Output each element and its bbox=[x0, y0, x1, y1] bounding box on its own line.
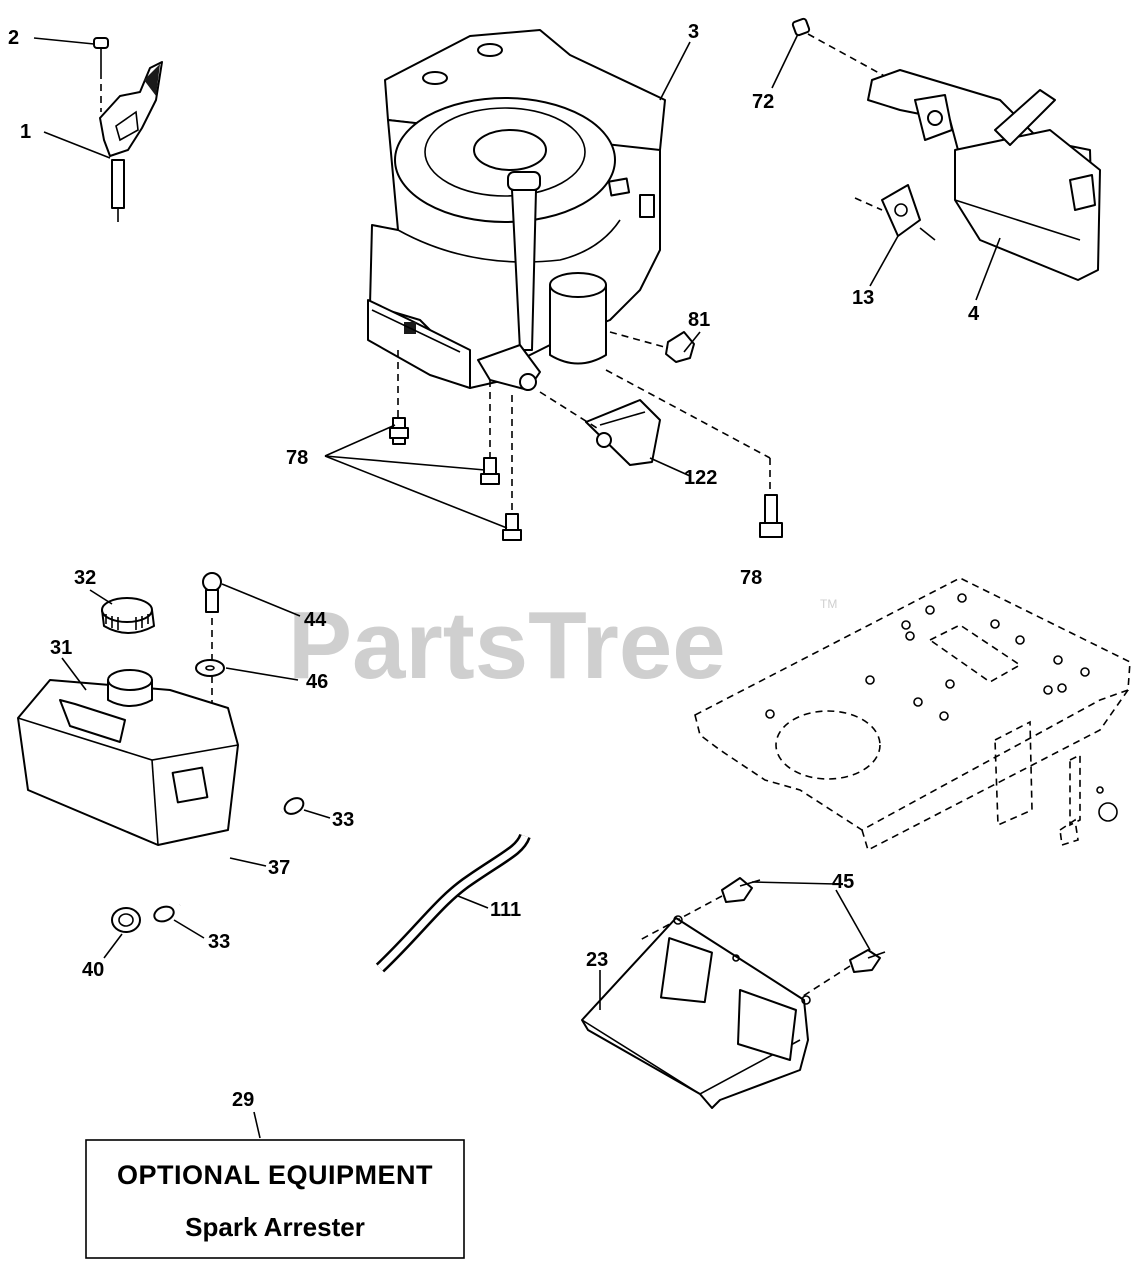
part-grommet[interactable] bbox=[111, 907, 141, 933]
part-exhaust-gasket[interactable] bbox=[854, 184, 936, 241]
part-hose-clamp-upper[interactable] bbox=[282, 795, 306, 817]
callout-46-label: 46 bbox=[306, 671, 328, 693]
part-mounting-plate bbox=[694, 577, 1131, 852]
leader-lines bbox=[33, 33, 1001, 1139]
part-right-bolt[interactable] bbox=[605, 369, 783, 538]
callout-44-label: 44 bbox=[304, 609, 327, 631]
callout-13-label: 13 bbox=[852, 287, 874, 309]
part-hose-clamp-lower[interactable] bbox=[152, 904, 176, 924]
callout-78-label: 78 bbox=[286, 447, 308, 469]
callout-3-label: 3 bbox=[688, 21, 699, 43]
callout-29-label: 29 bbox=[232, 1089, 254, 1111]
part-tank-screw[interactable] bbox=[202, 572, 222, 660]
callout-45-label: 45 bbox=[832, 871, 854, 893]
part-engine[interactable] bbox=[367, 29, 666, 391]
callout-33b-label: 33 bbox=[208, 931, 230, 953]
part-engine-bolts[interactable] bbox=[389, 350, 522, 541]
part-shield-bolts[interactable] bbox=[639, 877, 886, 999]
callout-111-label: 111 bbox=[490, 899, 521, 921]
spark-arrester-label: Spark Arrester bbox=[185, 1212, 365, 1242]
callout-33-label: 33 bbox=[332, 809, 354, 831]
callout-40-label: 40 bbox=[82, 959, 104, 981]
callout-78b-label: 78 bbox=[740, 567, 762, 589]
part-shield-plate[interactable] bbox=[581, 915, 811, 1109]
part-fuel-tank[interactable] bbox=[17, 669, 239, 846]
watermark: PartsTree TM bbox=[288, 592, 837, 699]
callout-37-label: 37 bbox=[268, 857, 290, 879]
callout-23-label: 23 bbox=[586, 949, 608, 971]
part-hose[interactable] bbox=[375, 833, 531, 973]
callout-labels: 2 1 3 72 4 13 81 78 78 122 32 44 31 46 3… bbox=[8, 21, 980, 1111]
part-throttle-bracket[interactable] bbox=[93, 37, 163, 222]
part-fuel-cap[interactable] bbox=[101, 597, 155, 634]
part-nut[interactable] bbox=[609, 331, 695, 363]
watermark-text: PartsTree bbox=[288, 592, 726, 699]
optional-equipment-box[interactable]: OPTIONAL EQUIPMENT Spark Arrester bbox=[85, 1139, 465, 1259]
callout-72-label: 72 bbox=[752, 91, 774, 113]
part-heat-shield[interactable] bbox=[539, 391, 661, 466]
optional-equipment-title: OPTIONAL EQUIPMENT bbox=[117, 1160, 433, 1190]
watermark-trademark: TM bbox=[820, 597, 837, 611]
callout-1-label: 2 bbox=[8, 27, 19, 49]
callout-4-label: 4 bbox=[968, 303, 980, 325]
callout-2-label: 1 bbox=[20, 121, 31, 143]
part-muffler[interactable] bbox=[867, 69, 1101, 281]
callout-32-label: 32 bbox=[74, 567, 96, 589]
callout-81-label: 81 bbox=[688, 309, 710, 331]
callout-31-label: 31 bbox=[50, 637, 72, 659]
callout-122-label: 122 bbox=[684, 467, 717, 489]
